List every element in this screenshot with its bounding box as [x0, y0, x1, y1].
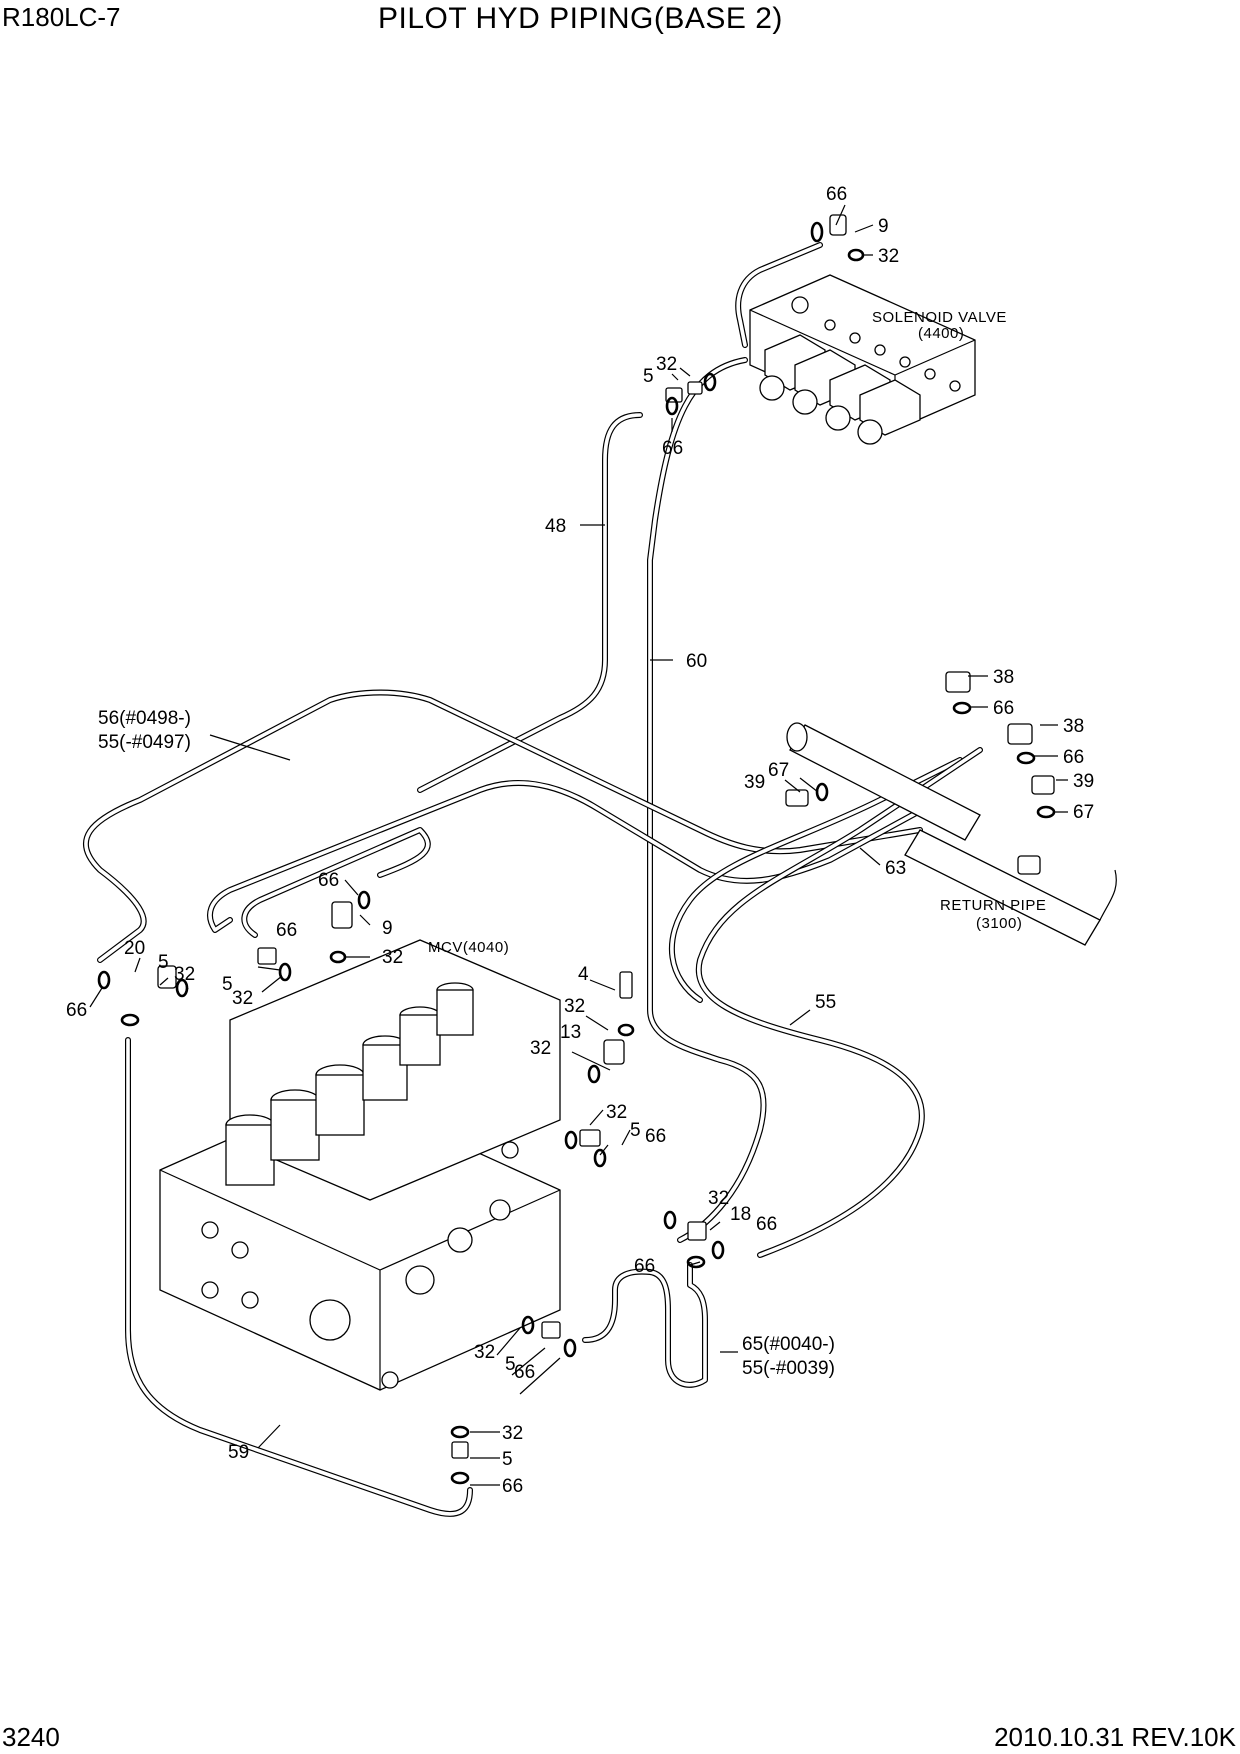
solenoid-valve-assembly: [749, 274, 976, 445]
callout-hose-65a: 65(#0040-): [742, 1334, 835, 1355]
callout-pi-32: 32: [606, 1102, 627, 1123]
page-number: 3240: [2, 1722, 60, 1752]
callout-sw-13: 13: [560, 1022, 581, 1043]
callout-sw-4: 4: [578, 964, 589, 985]
callout-sv-32: 32: [878, 246, 899, 267]
callout-dr-66: 66: [756, 1214, 777, 1235]
callout-plug-39a: 39: [744, 772, 765, 793]
callout-ring-66b: 66: [1063, 747, 1084, 768]
callout-hose-59: 59: [228, 1442, 249, 1463]
callout-ring-67b: 67: [1073, 802, 1094, 823]
fittings: [157, 214, 1055, 1459]
callout-dr2-32: 32: [474, 1342, 495, 1363]
callout-mcv-32a: 32: [382, 947, 403, 968]
hose-48: [417, 412, 643, 793]
callout-ring-67a: 67: [768, 760, 789, 781]
hose-60: [647, 357, 767, 1243]
hose-65: [582, 1262, 708, 1388]
callout-hose-56a: 56(#0498-): [98, 708, 191, 729]
callout-p3-66: 66: [662, 438, 683, 459]
return-pipe: [786, 722, 1117, 946]
label-return-pipe: RETURN PIPE: [940, 897, 1046, 914]
label-mcv: MCV(4040): [428, 939, 509, 956]
component-labels: SOLENOID VALVE (4400) MCV(4040) RETURN P…: [428, 309, 1046, 956]
callout-hose-60: 60: [686, 651, 707, 672]
hose-55: [695, 747, 983, 1258]
leader-lines: [89, 204, 1068, 1486]
hose-63: [668, 757, 963, 1003]
callout-hose-48: 48: [545, 516, 566, 537]
callout-dr2-66: 66: [514, 1362, 535, 1383]
callout-mcv-9: 9: [382, 918, 393, 939]
callout-elbow-32: 32: [174, 964, 195, 985]
port-holes: [201, 1141, 519, 1389]
callout-cap-38a: 38: [993, 667, 1014, 688]
callout-ring-66a: 66: [993, 698, 1014, 719]
callout-hose-63: 63: [885, 858, 906, 879]
callout-pi-5: 5: [630, 1120, 641, 1141]
callout-hose-65b: 55(-#0039): [742, 1358, 835, 1379]
callout-left-5a: 5: [222, 974, 233, 995]
callout-left-32a: 32: [232, 988, 253, 1009]
callout-mcv-66a: 66: [318, 870, 339, 891]
callout-dr3-32: 32: [502, 1423, 523, 1444]
o-rings: [97, 221, 1056, 1485]
hose-solenoid-top: [735, 242, 823, 348]
callout-numbers: 66 9 32 5 32 66 48 60 56(#0498-) 55(-#04…: [66, 184, 1094, 1497]
label-solenoid-valve: SOLENOID VALVE: [872, 309, 1007, 326]
callout-cap-38b: 38: [1063, 716, 1084, 737]
callout-dr-18: 18: [730, 1204, 751, 1225]
callout-pi-66: 66: [645, 1126, 666, 1147]
label-solenoid-valve-ref: (4400): [918, 325, 964, 342]
callout-plug-39b: 39: [1073, 771, 1094, 792]
callout-sw-32: 32: [564, 996, 585, 1017]
page-title: PILOT HYD PIPING(BASE 2): [378, 2, 783, 35]
callout-dr2-5: 5: [505, 1354, 516, 1375]
hose-59: [125, 1037, 473, 1517]
callout-sw-32b: 32: [530, 1038, 551, 1059]
revision-stamp: 2010.10.31 REV.10K: [994, 1722, 1236, 1752]
callout-sv-66: 66: [826, 184, 847, 205]
callout-p3-5: 5: [643, 366, 654, 387]
callout-p3-32: 32: [656, 354, 677, 375]
callout-hose-55: 55: [815, 992, 836, 1013]
callout-sv-9: 9: [878, 216, 889, 237]
callout-left-66: 66: [276, 920, 297, 941]
spool-caps: [225, 982, 474, 1186]
callout-elbow-20: 20: [124, 938, 145, 959]
callout-dr-66b: 66: [634, 1256, 655, 1277]
model-number: R180LC-7: [2, 2, 121, 32]
callout-dr3-5: 5: [502, 1449, 513, 1470]
callout-dr3-66: 66: [502, 1476, 523, 1497]
main-control-valve: [159, 939, 561, 1391]
callout-hose-56b: 55(-#0497): [98, 732, 191, 753]
callout-dr-32: 32: [708, 1188, 729, 1209]
callout-elbow-66: 66: [66, 1000, 87, 1021]
label-return-pipe-ref: (3100): [976, 915, 1022, 932]
callout-elbow-5: 5: [158, 952, 169, 973]
solenoid-coils: [759, 334, 921, 445]
hose-mcv-top: [241, 827, 431, 938]
